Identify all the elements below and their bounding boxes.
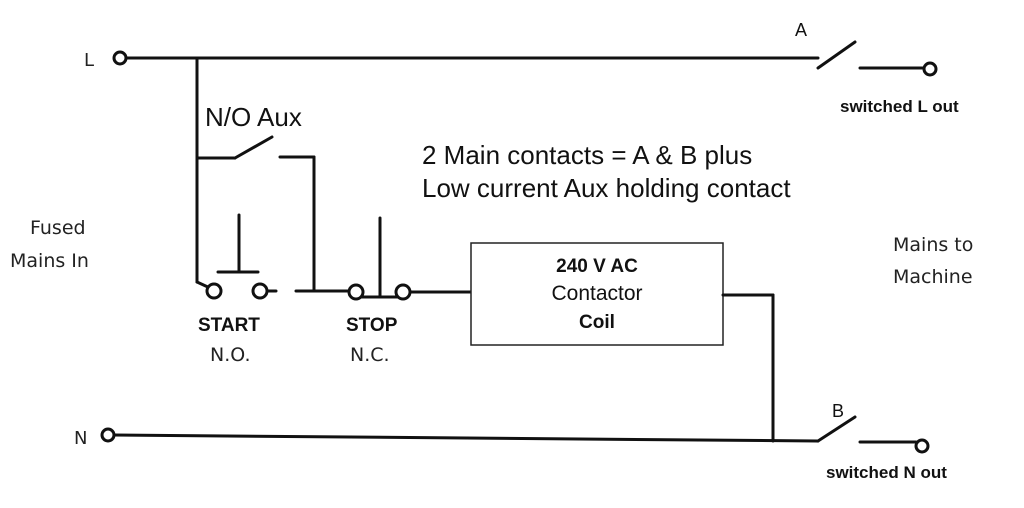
- coil-name-label: Contactor: [551, 282, 642, 305]
- contact-b-label: B: [832, 401, 844, 421]
- stop-terminal-left: [347, 283, 365, 301]
- mains-label-line-2: Machine: [893, 266, 973, 288]
- switched-n-out-label: switched N out: [826, 463, 947, 482]
- neutral-input-terminal: [100, 427, 116, 443]
- contact-a-label: A: [795, 20, 807, 40]
- live-label: L: [84, 50, 94, 71]
- switched-l-out-label: switched L out: [840, 97, 959, 116]
- stop-terminal-right: [394, 283, 412, 301]
- main-contact-a: [816, 40, 857, 70]
- stop-type-label: N.C.: [350, 344, 390, 366]
- note-line-2: Low current Aux holding contact: [422, 173, 791, 203]
- stop-label: STOP: [346, 315, 398, 336]
- coil-voltage-label: 240 V AC: [556, 256, 638, 277]
- start-type-label: N.O.: [210, 344, 250, 366]
- no-aux-contact: [233, 135, 274, 160]
- note-line-1: 2 Main contacts = A & B plus: [422, 140, 752, 170]
- start-terminal-left: [205, 282, 223, 300]
- live-input-terminal: [112, 50, 128, 66]
- mains-label-line-1: Mains to: [893, 234, 973, 256]
- coil-label: Coil: [579, 312, 615, 333]
- no-aux-label: N/O Aux: [205, 102, 302, 132]
- main-contact-b: [816, 415, 857, 443]
- start-terminal-right: [251, 282, 269, 300]
- switched-neutral-terminal: [914, 438, 930, 454]
- neutral-label: N: [74, 428, 87, 449]
- fused-label-line-1: Fused: [30, 217, 86, 239]
- fused-label-line-2: Mains In: [10, 250, 89, 272]
- neutral-wire: [111, 433, 820, 443]
- start-label: START: [198, 315, 260, 336]
- switched-live-terminal: [922, 61, 938, 77]
